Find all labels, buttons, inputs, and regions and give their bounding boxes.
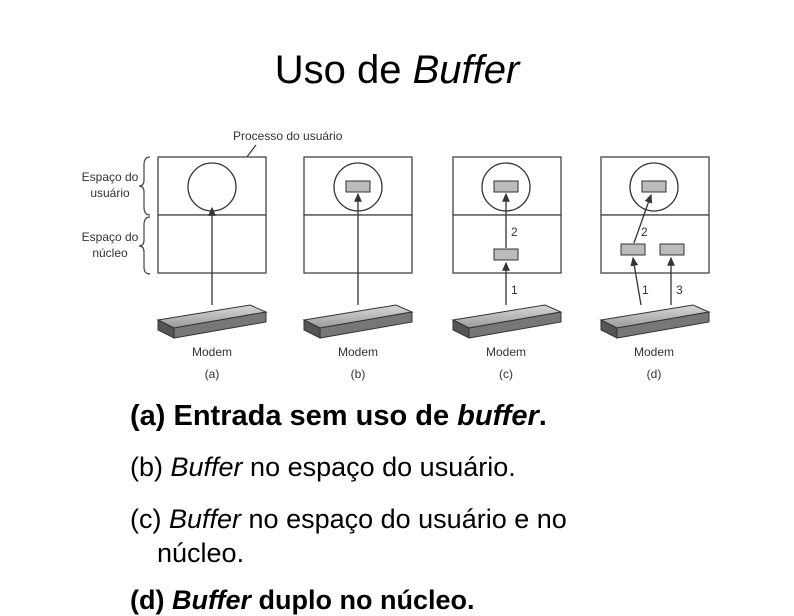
panel-d-user-buffer [641, 180, 667, 193]
title-italic: Buffer [412, 48, 520, 92]
caption-a-italic: buffer [457, 400, 539, 432]
caption-c: (c) Buffer no espaço do usuário e no [130, 504, 567, 535]
panel-a-process-circle [187, 162, 237, 212]
kernel-space-label-line1: Espaço do [82, 230, 139, 244]
panel-c-modem-label: Modem [486, 345, 526, 359]
panel-b-modem-icon [302, 304, 414, 339]
panel-c-modem-icon [451, 304, 563, 339]
caption-c-italic: Buffer [168, 504, 242, 534]
kernel-space-brace [138, 216, 151, 275]
caption-c-line2: núcleo. [157, 538, 245, 568]
panel-c-step-2: 2 [511, 225, 518, 239]
caption-a: (a) Entrada sem uso de buffer. [130, 400, 547, 433]
user-space-label-line2: usuário [90, 186, 130, 200]
caption-b-suffix: no espaço do usuário. [242, 452, 516, 482]
process-label: Processo do usuário [233, 129, 343, 143]
panel-d-arrow-1 [630, 256, 642, 306]
panel-a-label: (a) [205, 367, 220, 381]
panel-d-label: (d) [647, 367, 662, 381]
panel-d-modem-label: Modem [634, 345, 674, 359]
panel-b-user-buffer [345, 180, 371, 193]
panel-d-modem-icon [599, 304, 711, 339]
caption-b: (b) Buffer no espaço do usuário. [130, 452, 516, 483]
panel-a: Modem (a) [156, 156, 268, 381]
caption-d-prefix: (d) [130, 585, 172, 615]
panel-b-label: (b) [351, 367, 366, 381]
caption-d-italic: Buffer [171, 585, 251, 615]
caption-c-prefix: (c) [130, 504, 169, 534]
buffering-diagram: Espaço do usuário Espaço do núcleo Proce… [82, 129, 711, 381]
panel-c-step-1: 1 [511, 283, 518, 297]
kernel-space-label-line2: núcleo [92, 246, 128, 260]
title-text: Uso de [274, 48, 413, 92]
panel-c-kernel-buffer [493, 248, 519, 261]
panel-a-modem-label: Modem [192, 345, 232, 359]
panel-a-modem-icon [156, 304, 268, 339]
panel-c-kernel-box [452, 214, 562, 274]
panel-c-label: (c) [499, 367, 513, 381]
user-space-brace [138, 156, 151, 216]
panel-b-modem-label: Modem [338, 345, 378, 359]
caption-d-suffix: duplo no núcleo. [251, 585, 475, 615]
caption-a-prefix: (a) Entrada sem uso de [130, 400, 458, 432]
panel-d-step-3: 3 [676, 283, 683, 297]
slide-title: Uso de Buffer [0, 48, 794, 93]
panel-d-kernel-buffer-2 [659, 243, 685, 256]
panel-d-arrow-2 [633, 193, 653, 244]
caption-b-prefix: (b) [130, 452, 171, 482]
panel-d-step-1: 1 [642, 283, 649, 297]
caption-d: (d) Buffer duplo no núcleo. [130, 585, 474, 616]
panel-d: 2 1 3 Modem (d) [599, 156, 711, 381]
panel-d-kernel-buffer-1 [620, 243, 646, 256]
panel-d-step-2: 2 [641, 225, 648, 239]
caption-b-italic: Buffer [170, 452, 243, 482]
user-space-label-line1: Espaço do [82, 170, 139, 184]
caption-a-suffix: . [538, 400, 547, 432]
caption-c-suffix: no espaço do usuário e no [241, 504, 567, 534]
panel-c: 2 1 Modem (c) [451, 156, 563, 381]
panel-c-user-buffer [493, 180, 519, 193]
panel-d-kernel-box [600, 214, 710, 274]
panel-b: Modem (b) [302, 156, 414, 381]
